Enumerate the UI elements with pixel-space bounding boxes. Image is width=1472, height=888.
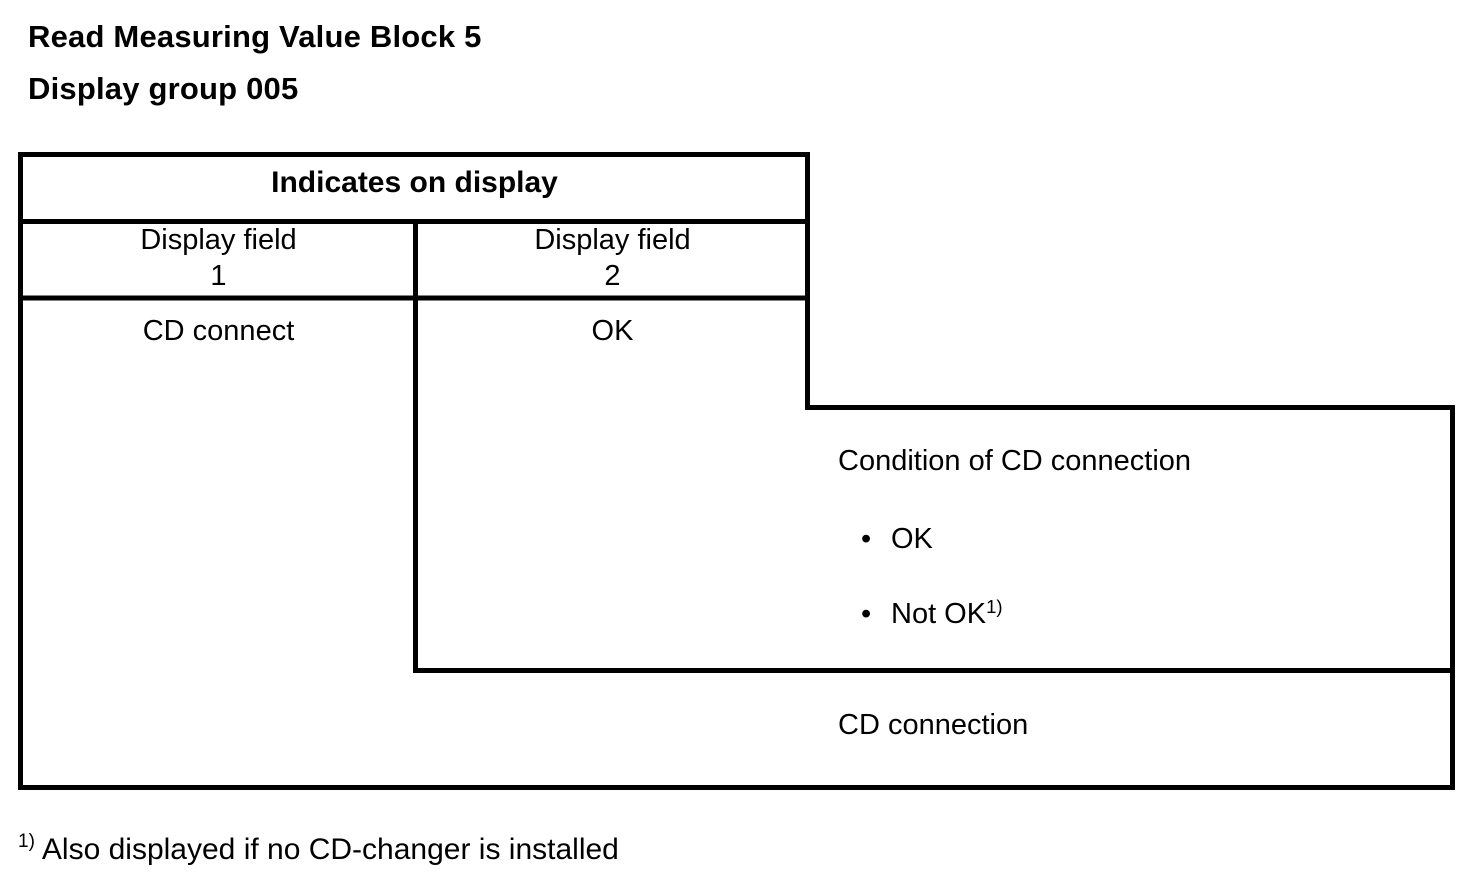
page-title-line1: Read Measuring Value Block 5 — [28, 19, 482, 54]
bullet-item-not-ok: • Not OK1) — [861, 596, 1003, 631]
column-header-number: 2 — [604, 260, 621, 292]
bullet-label: OK — [891, 523, 933, 555]
page-title: Read Measuring Value Block 5 Display gro… — [28, 11, 482, 115]
bullet-superscript: 1) — [986, 596, 1003, 617]
outline-outer-border — [18, 152, 1455, 790]
cell-display-field-1-value: CD connect — [142, 315, 295, 347]
bullet-icon: • — [861, 523, 872, 555]
column-header-number: 1 — [210, 260, 227, 292]
cell-display-field-2-value: OK — [591, 315, 634, 347]
table-header-indicates-on-display: Indicates on display — [271, 166, 558, 199]
column-header-label: Display field — [140, 224, 297, 256]
column-header-display-field-2: Display field 2 — [417, 222, 808, 294]
column-header-display-field-1: Display field 1 — [23, 222, 414, 294]
footnote: 1) Also displayed if no CD-changer is ins… — [18, 831, 619, 867]
bullet-label: Not OK — [891, 598, 987, 630]
bullet-item-ok: • OK — [861, 521, 933, 556]
column-header-label: Display field — [534, 224, 691, 256]
page-title-line2: Display group 005 — [28, 71, 299, 106]
bullet-icon: • — [861, 598, 872, 630]
footnote-marker: 1) — [18, 831, 35, 852]
callout-field1-title: CD connection — [838, 709, 1029, 741]
footnote-text: Also displayed if no CD-changer is insta… — [41, 833, 619, 866]
outline-internal-lines — [18, 219, 1455, 673]
callout-field2-title: Condition of CD connection — [838, 445, 1192, 477]
